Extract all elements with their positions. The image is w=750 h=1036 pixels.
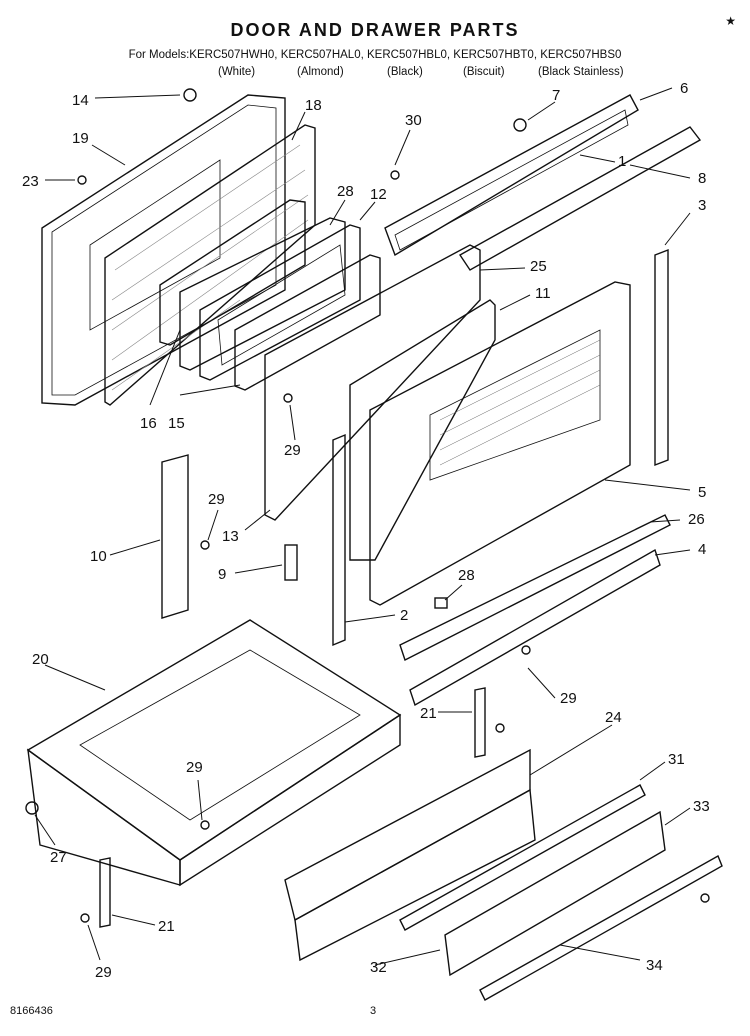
callout-34: 34 xyxy=(646,957,663,974)
color-biscuit: (Biscuit) xyxy=(463,66,505,78)
callout-29-left: 29 xyxy=(95,964,112,981)
drawer-slide-rails xyxy=(399,514,671,707)
color-white: (White) xyxy=(218,66,256,78)
callout-2: 2 xyxy=(400,607,408,624)
model-list: For Models:KERC507HWH0, KERC507HAL0, KER… xyxy=(128,49,622,61)
callout-32: 32 xyxy=(370,959,387,976)
callout-25: 25 xyxy=(530,258,547,275)
callout-29-door: 29 xyxy=(284,442,301,459)
door-outer-panel xyxy=(41,94,286,406)
callout-8: 8 xyxy=(698,170,706,187)
color-black: (Black) xyxy=(387,66,423,78)
callout-21-left: 21 xyxy=(158,918,175,935)
callout-19: 19 xyxy=(72,130,89,147)
door-side-trims xyxy=(161,248,669,647)
page-number: 3 xyxy=(370,1005,377,1017)
door-inner-glass-frames xyxy=(159,199,381,391)
color-black-stainless: (Black Stainless) xyxy=(538,66,624,78)
small-brackets xyxy=(99,544,486,928)
callout-15: 15 xyxy=(168,415,185,432)
callout-28: 28 xyxy=(337,183,354,200)
callout-13: 13 xyxy=(222,528,239,545)
callout-20: 20 xyxy=(32,651,49,668)
callout-12: 12 xyxy=(370,186,387,203)
callout-11: 11 xyxy=(535,285,551,302)
door-outer-front-panel xyxy=(349,281,631,606)
color-almond: (Almond) xyxy=(297,66,344,78)
callout-23: 23 xyxy=(22,173,39,190)
callout-9: 9 xyxy=(218,566,226,583)
callout-29-drawer: 29 xyxy=(186,759,203,776)
callout-29-rail: 29 xyxy=(560,690,577,707)
callout-18: 18 xyxy=(305,97,322,114)
callout-labels: 14 18 19 23 30 7 6 1 8 3 28 12 25 11 16 … xyxy=(22,80,710,981)
callout-1: 1 xyxy=(618,153,626,170)
document-number: 8166436 xyxy=(10,1005,53,1017)
door-top-vent-trim xyxy=(384,94,702,271)
callout-24: 24 xyxy=(605,709,622,726)
callout-16: 16 xyxy=(140,415,157,432)
callout-21-right: 21 xyxy=(420,705,437,722)
callout-26: 26 xyxy=(688,511,705,528)
door-liner-plate xyxy=(264,244,481,521)
page-title: DOOR AND DRAWER PARTS xyxy=(230,20,520,40)
callout-31: 31 xyxy=(668,751,685,768)
callout-5: 5 xyxy=(698,484,706,501)
callout-10: 10 xyxy=(90,548,107,565)
drawer-front-panel xyxy=(284,748,536,962)
callout-27: 27 xyxy=(50,849,67,866)
corner-mark: ★ xyxy=(725,14,736,28)
callout-4: 4 xyxy=(698,541,706,558)
callout-3: 3 xyxy=(698,197,706,214)
callout-28-small: 28 xyxy=(458,567,475,584)
callout-14: 14 xyxy=(72,92,89,109)
callout-6: 6 xyxy=(680,80,688,97)
callout-29-bracket: 29 xyxy=(208,491,225,508)
leader-lines xyxy=(34,87,691,966)
callout-33: 33 xyxy=(693,798,710,815)
callout-7: 7 xyxy=(552,87,560,104)
drawer-body xyxy=(26,619,402,887)
screws-and-bumpers xyxy=(25,88,710,923)
callout-30: 30 xyxy=(405,112,422,129)
drawer-trims xyxy=(399,784,723,1001)
